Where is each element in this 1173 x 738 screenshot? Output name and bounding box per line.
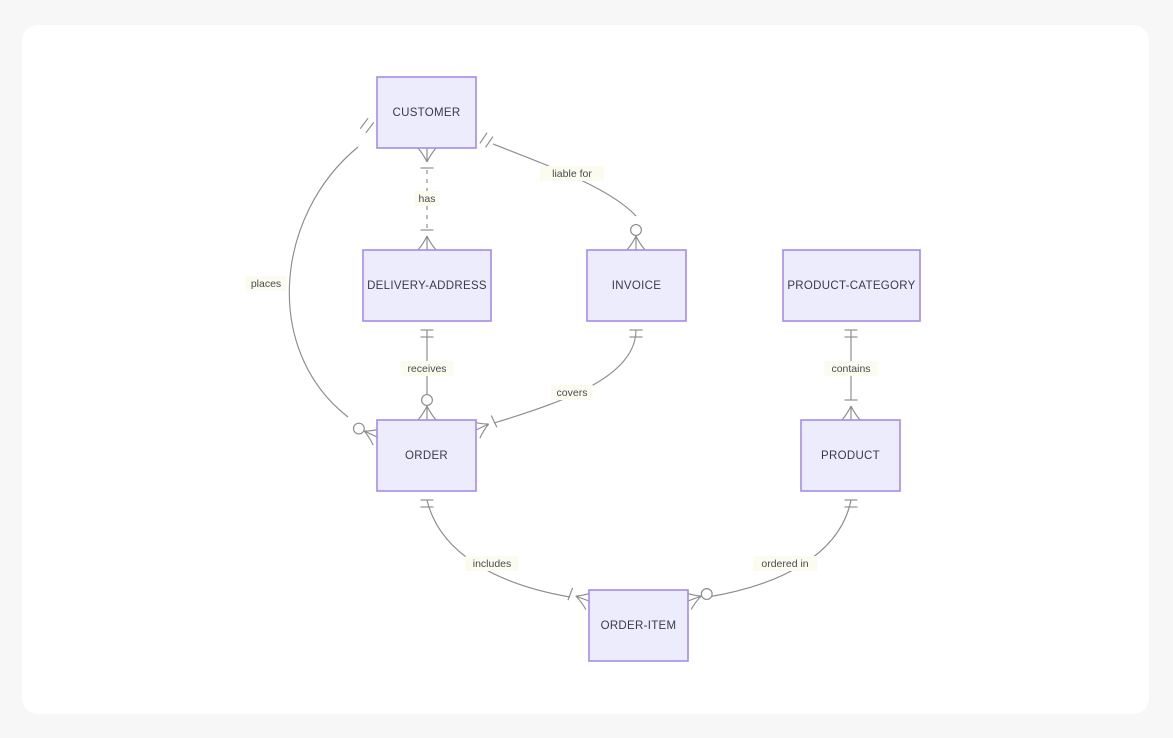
relationship-line-ordered-in[interactable]	[707, 499, 852, 598]
label-highlight-liable-for	[540, 166, 604, 181]
relationship-label-receives[interactable]: receives	[400, 361, 454, 376]
cardinality-marker-contains-from-one-and-only-one	[844, 329, 858, 338]
label-text-places: places	[251, 278, 281, 290]
entities-layer: CUSTOMER DELIVERY-ADDRESS INVOICE PRODUCT-C…	[362, 76, 921, 662]
entity-order[interactable]: ORDER	[376, 419, 477, 492]
relationship-label-contains[interactable]: contains	[824, 361, 878, 376]
relationship-lines-layer	[288, 143, 852, 598]
cardinality-marker-liable-for-to-zero-or-many	[626, 224, 646, 251]
relationship-label-covers[interactable]: covers	[551, 385, 593, 400]
label-text-includes: includes	[473, 558, 512, 570]
entity-product[interactable]: PRODUCT	[800, 419, 901, 492]
relationship-label-includes[interactable]: includes	[465, 556, 519, 571]
relationship-line-covers[interactable]	[493, 329, 637, 424]
label-text-liable-for: liable for	[552, 168, 592, 180]
cardinality-marker-receives-to-zero-or-many	[417, 394, 437, 421]
entity-box-order-item[interactable]	[588, 589, 689, 662]
entity-box-invoice[interactable]	[586, 249, 687, 322]
entity-box-customer[interactable]	[376, 76, 477, 149]
entity-label-customer: CUSTOMER	[393, 107, 461, 119]
cardinality-marker-places-to-zero-or-many	[352, 422, 381, 446]
label-highlight-places	[245, 276, 287, 291]
entity-customer[interactable]: CUSTOMER	[376, 76, 477, 149]
relationship-line-places[interactable]	[288, 146, 359, 418]
cardinality-marker-contains-to-one-or-many	[841, 399, 861, 421]
entity-label-delivery-address: DELIVERY-ADDRESS	[367, 280, 487, 292]
relationship-label-has[interactable]: has	[414, 191, 440, 206]
label-highlight-ordered-in	[753, 556, 817, 571]
entity-label-product-category: PRODUCT-CATEGORY	[787, 280, 915, 292]
relationship-label-liable-for[interactable]: liable for	[540, 166, 604, 181]
label-highlight-covers	[551, 385, 593, 400]
entity-label-order-item: ORDER-ITEM	[601, 620, 677, 632]
entity-label-invoice: INVOICE	[612, 280, 661, 292]
label-highlight-has	[414, 191, 440, 206]
relationship-labels-layer: places has liable for receives covers contain…	[245, 166, 878, 571]
label-text-covers: covers	[557, 387, 588, 399]
cardinality-marker-ordered-in-from-one-and-only-one	[844, 499, 858, 508]
label-text-contains: contains	[831, 363, 870, 375]
entity-box-product-category[interactable]	[782, 249, 921, 322]
entity-box-product[interactable]	[800, 419, 901, 492]
entity-box-order[interactable]	[376, 419, 477, 492]
entity-delivery-address[interactable]: DELIVERY-ADDRESS	[362, 249, 492, 322]
entity-order-item[interactable]: ORDER-ITEM	[588, 589, 689, 662]
cardinality-marker-places-from-one-and-only-one	[359, 117, 375, 134]
cardinality-marker-receives-from-one-and-only-one	[420, 329, 434, 338]
label-text-receives: receives	[407, 363, 446, 375]
cardinality-marker-covers-from-one-and-only-one	[629, 329, 643, 338]
relationship-line-includes[interactable]	[426, 499, 571, 598]
cardinality-marker-has-from-zero-or-one	[417, 147, 437, 169]
relationship-label-ordered-in[interactable]: ordered in	[753, 556, 817, 571]
cardinality-marker-liable-for-from-one-and-only-one	[479, 132, 494, 148]
label-highlight-includes	[465, 556, 519, 571]
cardinality-marker-ordered-in-to-zero-or-many	[684, 588, 713, 610]
cardinality-markers-layer	[352, 117, 861, 610]
label-text-ordered-in: ordered in	[761, 558, 808, 570]
entity-label-order: ORDER	[405, 450, 448, 462]
relationship-label-places[interactable]: places	[245, 276, 287, 291]
entity-product-category[interactable]: PRODUCT-CATEGORY	[782, 249, 921, 322]
cardinality-marker-includes-from-one-and-only-one	[420, 499, 434, 508]
entity-box-delivery-address[interactable]	[362, 249, 492, 322]
cardinality-marker-has-to-one-or-many	[417, 229, 437, 251]
label-highlight-receives	[400, 361, 454, 376]
label-highlight-contains	[824, 361, 878, 376]
label-text-has: has	[419, 193, 436, 205]
entity-label-product: PRODUCT	[821, 450, 880, 462]
entity-invoice[interactable]: INVOICE	[586, 249, 687, 322]
